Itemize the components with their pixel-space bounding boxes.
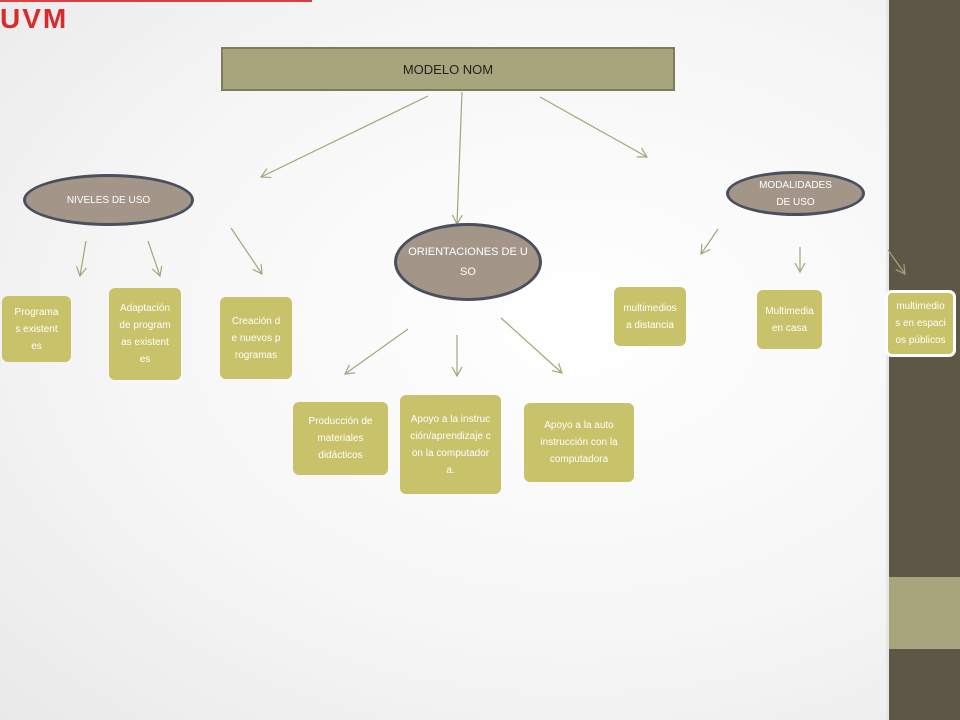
niveles-label: NIVELES DE USO [66,194,151,206]
sidebar-band [888,577,960,649]
modal-item-espacios: multimedios en espacios públicos [885,290,956,357]
modalidades-ellipse: MODALIDADES DE USO [726,171,865,216]
arrow-title-orientaciones [451,91,463,226]
orient-item-produccion: Producción de materiales didácticos [293,402,388,475]
arrow-niveles-2 [147,240,163,278]
niveles-item-creacion: Creación de nuevos programas [220,297,292,379]
orient-item-apoyo-auto: Apoyo a la auto instrucción con la compu… [524,403,634,482]
niveles-item-programas: Programas existentes [2,296,71,362]
arrow-modal-1 [700,228,719,256]
uvm-logo: UVM [0,3,68,33]
niveles-item-adaptacion: Adaptación de programas existentes [109,288,181,380]
arrow-title-modalidades [539,96,649,158]
orient-item-apoyo-instruccion: Apoyo a la instrucción/aprendizaje con l… [400,395,501,494]
arrow-niveles-1 [76,240,87,278]
arrow-orient-3 [500,317,563,374]
orientaciones-ellipse: ORIENTACIONES DE USO [394,223,542,301]
arrow-modal-3 [887,249,906,276]
sidebar-edge [886,0,889,720]
logo-underline [0,0,312,2]
svg-text:UVM: UVM [0,3,68,33]
orientaciones-label: ORIENTACIONES DE USO [408,246,528,278]
modalidades-label: MODALIDADES DE USO [759,179,832,208]
modal-item-distancia: multimedios a distancia [614,287,686,346]
arrow-orient-1 [343,328,409,375]
title-box: MODELO NOM [221,47,675,91]
arrow-title-niveles [259,95,429,179]
niveles-ellipse: NIVELES DE USO [23,174,194,226]
arrow-niveles-3 [230,227,263,276]
modal-item-casa: Multimedia en casa [757,290,822,349]
